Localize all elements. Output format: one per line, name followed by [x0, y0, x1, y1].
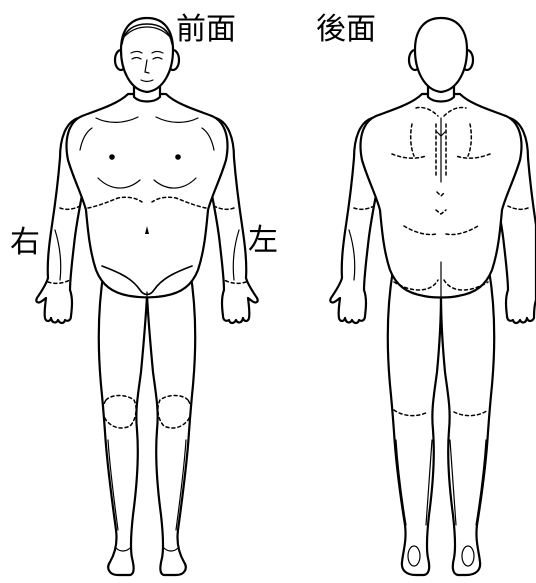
- front-left-nipple: [175, 154, 181, 160]
- back-left-leg: [388, 270, 441, 575]
- front-right-leg: [99, 270, 147, 575]
- back-head: [415, 18, 467, 92]
- right-side-label: 右: [10, 228, 40, 258]
- front-view-label: 前面: [176, 15, 236, 45]
- back-right-leg: [441, 270, 494, 575]
- back-figure: [330, 18, 536, 575]
- front-right-nipple: [109, 154, 115, 160]
- front-torso: [67, 94, 228, 298]
- front-figure: [36, 18, 257, 575]
- left-side-label: 左: [248, 226, 278, 256]
- front-left-leg: [147, 270, 195, 575]
- back-view-label: 後面: [316, 15, 376, 45]
